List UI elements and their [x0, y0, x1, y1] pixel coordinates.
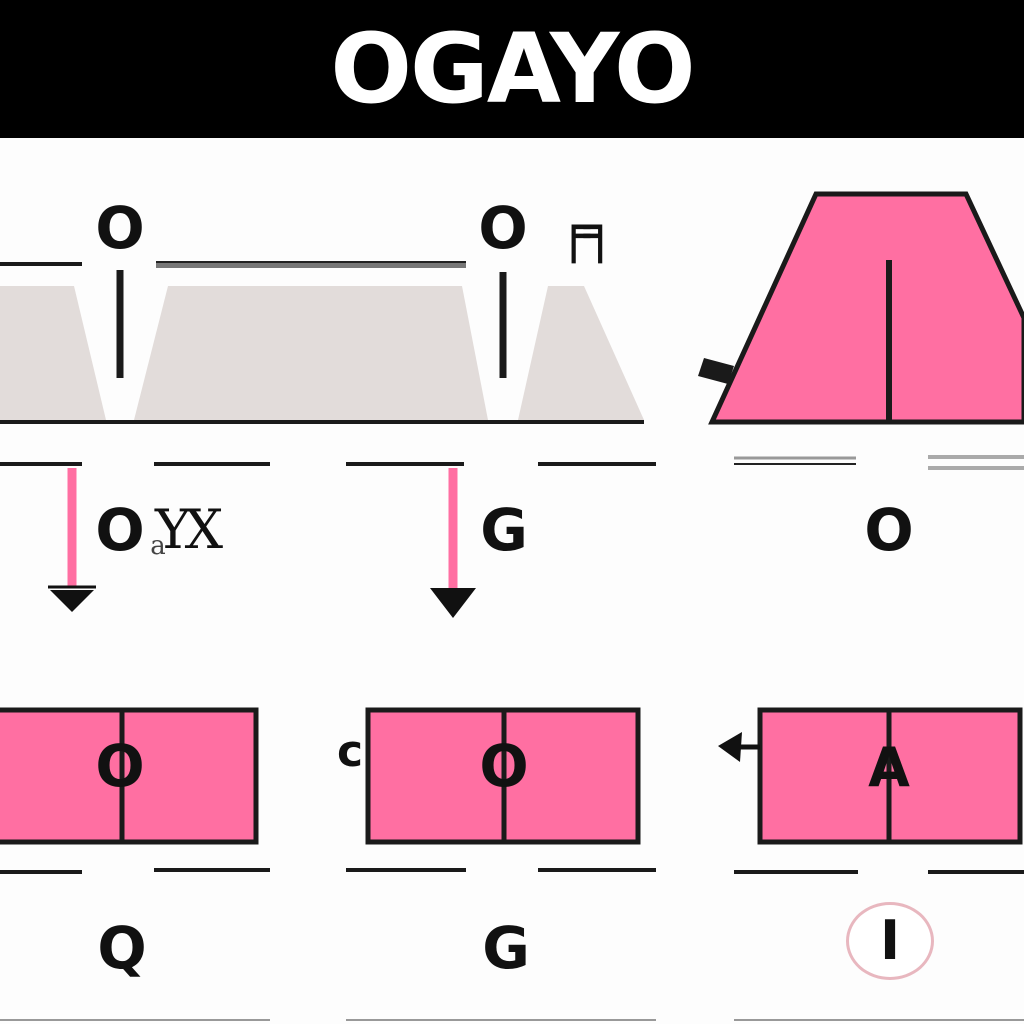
trapezoid-tab	[698, 358, 734, 384]
label-top-left: O	[95, 194, 145, 262]
ring-badge: I	[846, 902, 934, 980]
label-mid-right: O	[864, 496, 914, 564]
label-mid-left-tiny: a	[150, 531, 166, 561]
pink-trapezoid	[708, 191, 1024, 425]
label-mid-left: O	[95, 496, 145, 564]
label-top-mid: O	[478, 194, 528, 262]
label-box-right: A	[868, 736, 910, 799]
label-box-left: O	[95, 732, 145, 800]
header-title: OGAYO	[330, 13, 695, 125]
label-bottom-right: I	[879, 909, 901, 972]
label-mid-center: G	[480, 496, 528, 564]
arrow-left-head	[50, 590, 94, 612]
label-bottom-mid: G	[482, 914, 530, 982]
header-bar: OGAYO	[0, 0, 1024, 138]
label-box-mid-side: c	[336, 726, 364, 777]
gray-block-center	[134, 286, 488, 420]
label-top-mid-glyph: ╒╕	[557, 200, 616, 263]
gray-block-left	[0, 286, 106, 420]
arrow-center-head	[430, 588, 476, 618]
gray-block-right	[518, 286, 644, 420]
label-box-mid: O	[479, 732, 529, 800]
pink-box-left	[0, 707, 259, 845]
label-mid-left-glyph: YX	[154, 498, 223, 561]
label-bottom-left: Q	[97, 914, 147, 982]
arrow-left-into-box	[718, 732, 742, 762]
